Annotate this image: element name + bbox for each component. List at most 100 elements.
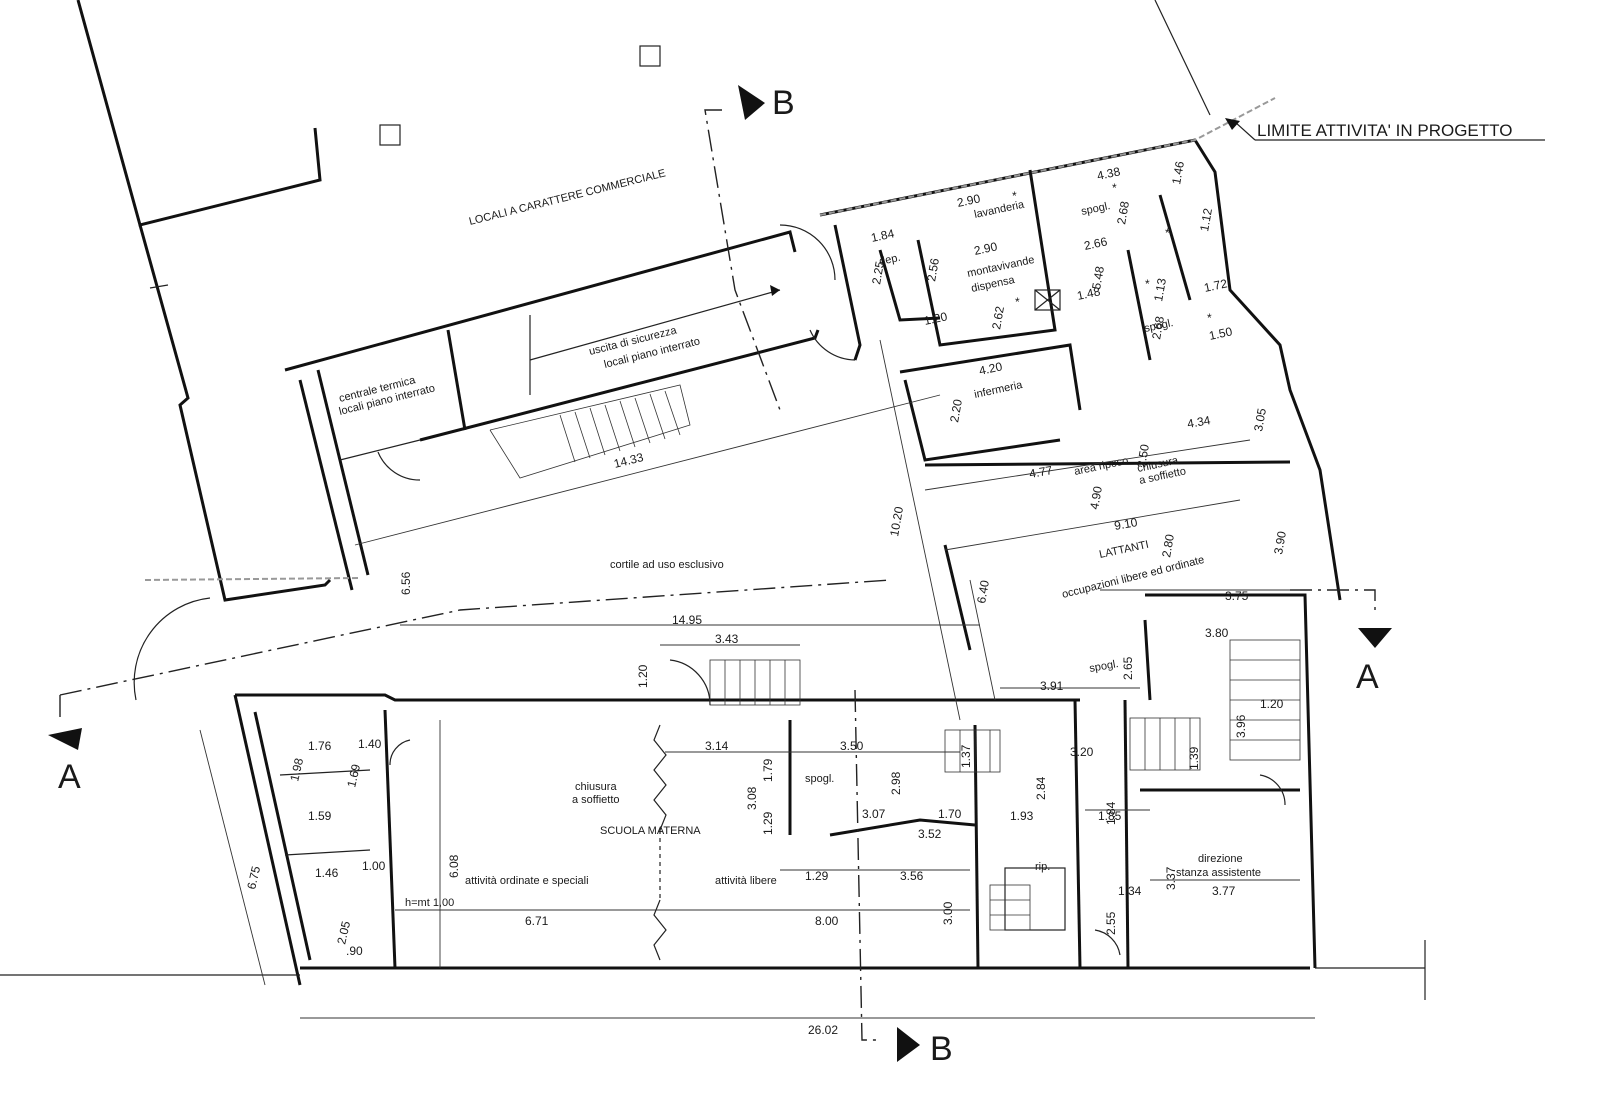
dim-1-34: 1.34 bbox=[1118, 884, 1142, 898]
dim-8-00: 8.00 bbox=[815, 914, 839, 928]
label-direzione-2: stanza assistente bbox=[1176, 867, 1261, 879]
dim-1-46: 1.46 bbox=[315, 866, 339, 880]
dimension-lines bbox=[199, 339, 1315, 1019]
dim-1-20c: 1.20 bbox=[923, 309, 949, 328]
dim-3-56: 3.56 bbox=[900, 869, 924, 883]
dim-14-33: 14.33 bbox=[612, 450, 645, 471]
svg-text:*: * bbox=[1012, 189, 1017, 203]
section-b-top-arrow bbox=[738, 85, 765, 120]
dim-14-95: 14.95 bbox=[672, 613, 702, 627]
dim-1-37: 1.37 bbox=[959, 744, 973, 768]
dim-3-52: 3.52 bbox=[918, 827, 942, 841]
dim-2-90b: 2.90 bbox=[973, 239, 999, 258]
dim-1-39: 1.39 bbox=[1187, 746, 1201, 770]
dim-3-08: 3.08 bbox=[745, 786, 759, 810]
dim-1-46b: 1.46 bbox=[1169, 160, 1187, 186]
dim-2-90a: 2.90 bbox=[956, 191, 982, 210]
dim-4-34: 4.34 bbox=[1186, 413, 1212, 431]
dim-2-55: 2.55 bbox=[1104, 911, 1118, 935]
section-label-a-left: A bbox=[58, 758, 81, 796]
dim-1-79: 1.79 bbox=[761, 758, 775, 782]
room-labels: LOCALI A CARATTERE COMMERCIALE uscita di… bbox=[338, 167, 1261, 909]
dim-3-90: 3.90 bbox=[1271, 530, 1289, 556]
section-a-left-arrow bbox=[48, 728, 82, 750]
section-label-b-top: B bbox=[772, 84, 795, 122]
dim-1-76: 1.76 bbox=[308, 739, 332, 753]
label-spogl-mid: spogl. bbox=[1143, 317, 1174, 335]
dim-1-50: 1.50 bbox=[1208, 324, 1234, 343]
dim-3-50: 3.50 bbox=[840, 739, 864, 753]
school-block-walls bbox=[0, 593, 1426, 1000]
dim-2-68a: 2.68 bbox=[1114, 200, 1132, 226]
dim-3-00: 3.00 bbox=[941, 901, 955, 925]
dim-2-66: 2.66 bbox=[1083, 234, 1109, 253]
label-chiusura-bot-1: chiusura bbox=[575, 781, 617, 793]
dim-2-62: 2.62 bbox=[989, 305, 1007, 331]
dim-2-98: 2.98 bbox=[889, 771, 903, 795]
dim-6-75: 6.75 bbox=[244, 864, 263, 890]
label-infermeria: infermeria bbox=[973, 379, 1024, 401]
section-a-right-arrow bbox=[1358, 628, 1392, 648]
section-b-bottom-arrow bbox=[897, 1027, 920, 1062]
label-spogl-top: spogl. bbox=[1080, 200, 1111, 218]
dim-3-96: 3.96 bbox=[1234, 714, 1248, 738]
commercial-block-walls bbox=[76, 0, 1211, 602]
dim-6-71: 6.71 bbox=[525, 914, 549, 928]
dim-4-90: 4.90 bbox=[1087, 485, 1105, 511]
label-rip: rip. bbox=[1035, 861, 1050, 873]
section-axes bbox=[48, 85, 1392, 1062]
dim-1-72: 1.72 bbox=[1203, 276, 1229, 295]
dim-1-84: 1.84 bbox=[870, 226, 896, 245]
dim-1-40: 1.40 bbox=[358, 737, 382, 751]
dim-2-50: 2.50 bbox=[1134, 443, 1152, 469]
label-cortile: cortile ad uso esclusivo bbox=[610, 559, 724, 571]
dim-10-20: 10.20 bbox=[887, 505, 906, 537]
section-label-a-right: A bbox=[1356, 658, 1379, 696]
label-commerciale: LOCALI A CARATTERE COMMERCIALE bbox=[468, 167, 667, 228]
dim-3-37: 3.37 bbox=[1164, 866, 1178, 890]
dim-3-80: 3.80 bbox=[1205, 626, 1229, 640]
asterisk-marks: * * * * * * bbox=[1012, 181, 1212, 325]
dim-4-77: 4.77 bbox=[1028, 463, 1054, 481]
label-spogl-bottom: spogl. bbox=[805, 773, 834, 785]
dim-1-93: 1.93 bbox=[1010, 809, 1034, 823]
label-scuola-materna: SCUOLA MATERNA bbox=[600, 825, 701, 837]
section-label-b-bottom: B bbox=[930, 1030, 953, 1068]
dim-0-90: .90 bbox=[346, 944, 363, 958]
dim-1-12: 1.12 bbox=[1197, 207, 1215, 233]
svg-text:*: * bbox=[1112, 181, 1117, 195]
label-attivita-ordinate: attività ordinate e speciali bbox=[465, 875, 589, 887]
svg-text:*: * bbox=[1015, 295, 1020, 309]
dim-3-43: 3.43 bbox=[715, 632, 739, 646]
limit-activity-note: LIMITE ATTIVITA' IN PROGETTO bbox=[1257, 121, 1512, 140]
dim-3-91: 3.91 bbox=[1040, 679, 1064, 693]
dimension-labels: 14.33 6.56 10.20 6.40 14.95 3.43 1.20 3.… bbox=[244, 160, 1289, 1037]
dim-1-29a: 1.29 bbox=[761, 811, 775, 835]
dim-3-20: 3.20 bbox=[1070, 745, 1094, 759]
dim-1-00: 1.00 bbox=[362, 859, 386, 873]
dim-9-10: 9.10 bbox=[1113, 515, 1139, 533]
label-lattanti: LATTANTI bbox=[1098, 539, 1150, 561]
label-h-mt: h=mt 1,00 bbox=[405, 897, 454, 909]
dim-1-20a: 1.20 bbox=[636, 664, 650, 688]
label-attivita-libere: attività libere bbox=[715, 875, 777, 887]
exit-stair bbox=[489, 384, 691, 479]
dim-1-13: 1.13 bbox=[1151, 277, 1169, 303]
dim-26-02: 26.02 bbox=[808, 1023, 838, 1037]
dim-2-68b: 2.68 bbox=[1149, 315, 1167, 341]
dim-1-84b: 1.84 bbox=[1104, 801, 1118, 825]
dim-3-75: 3.75 bbox=[1225, 589, 1249, 603]
svg-text:*: * bbox=[1207, 311, 1212, 325]
dim-2-56: 2.56 bbox=[924, 257, 942, 283]
dim-2-80: 2.80 bbox=[1159, 533, 1177, 559]
dim-6-56: 6.56 bbox=[399, 571, 413, 595]
activity-limit-line bbox=[819, 97, 1276, 216]
dim-2-05: 2.05 bbox=[334, 919, 353, 945]
dim-2-25: 2.25 bbox=[869, 260, 887, 286]
label-chiusura-bot-2: a soffietto bbox=[572, 794, 620, 806]
dim-1-70: 1.70 bbox=[938, 807, 962, 821]
dim-5-48: 5.48 bbox=[1089, 265, 1107, 291]
dim-1-98: 1.98 bbox=[287, 756, 306, 782]
svg-text:*: * bbox=[1165, 226, 1170, 240]
